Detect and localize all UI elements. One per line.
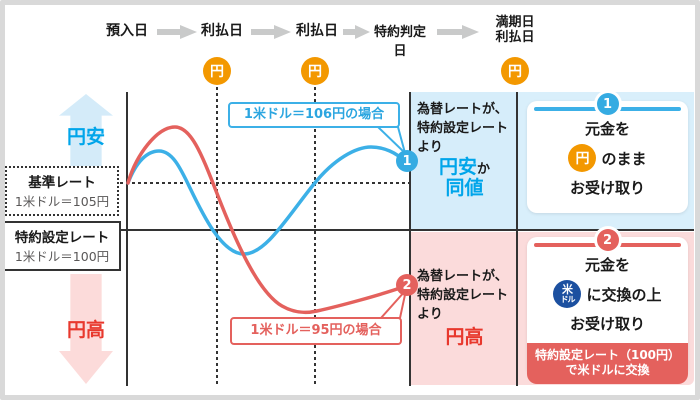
case2-badge: 2 [396,274,418,296]
yen-coin-icon-card1: 円 [568,144,597,172]
maturity-line1: 満期日 [495,15,535,30]
condition-case1-text: 為替レートが、 特約設定レート より 円安か 同値 [417,100,512,200]
condition-case1-emphasis-equal: 同値 [445,177,484,199]
card2-after-coin: に交換の上 [586,285,662,304]
condition-case2-line3: より [417,307,443,322]
yen-coin-icon-2: 円 [301,57,329,85]
base-rate-value: 1米ドル＝105円 [14,194,110,209]
timeline-label-interest-date-2: 利払日 [296,23,338,39]
card1-line1: 元金を [584,120,630,138]
condition-case1-line3: より [417,140,443,155]
base-rate-title: 基準レート [28,175,96,191]
base-rate-box: 基準レート 1米ドル＝105円 [5,166,119,216]
timeline-arrow-icon-4 [437,25,479,39]
y-axis-line [126,92,128,386]
usd-coin-icon: 米 ドル [553,280,582,308]
case2-callout: 1米ドル＝95円の場合 [230,317,402,345]
condition-panel-bg-yen-weak [411,92,516,229]
timeline-label-maturity-date: 満期日 利払日 [487,15,543,45]
condition-case1-line2: 特約設定レート [417,121,509,136]
condition-case1-emphasis-yen-weak: 円安 [438,156,477,178]
case1-badge: 1 [396,150,418,172]
base-rate-dotted-line [120,182,410,184]
usd-coin-bottom-text: ドル [560,295,575,304]
timeline-arrow-icon-3 [343,25,370,39]
interest-date-gridline-2 [314,87,316,386]
usd-coin-top-text: 米 [561,283,573,296]
timeline-label-deposit-date: 預入日 [106,23,148,39]
card2-conversion-note: 特約設定レート（100円） で米ドルに交換 [527,343,688,384]
contract-rate-solid-line [120,229,694,231]
contract-rate-title: 特約設定レート [14,230,110,246]
contract-rate-box: 特約設定レート 1米ドル＝100円 [3,221,121,271]
condition-case2-emphasis-yen-strong: 円高 [445,326,484,348]
condition-panel-bg-yen-strong [411,232,516,385]
condition-case1-conjunction: か [477,162,491,177]
condition-case1-line1: 為替レートが、 [417,102,508,117]
curve-case2-red [126,125,405,315]
outcome-card-case1: 1 元金を 円 のまま お受け取り [527,93,688,213]
outcome-card-case2: 2 元金を 米 ドル に交換の上 お受け取り 特約設定レート（100円） で米ド… [527,229,688,384]
case1-callout: 1米ドル＝106円の場合 [228,102,400,128]
yen-coin-icon-3: 円 [501,57,529,85]
condition-case2-text: 為替レートが、 特約設定レート より 円高 [417,267,512,349]
contract-rate-value: 1米ドル＝100円 [14,249,110,264]
card2-note-line2: で米ドルに交換 [565,363,650,377]
timeline-label-judgment-date: 特約判定日 [373,25,426,59]
yen-weak-label: 円安 [66,126,105,148]
panel-outcome-divider-line [516,92,518,386]
card1-line3: お受け取り [569,179,645,197]
timeline-label-interest-date-1: 利払日 [201,23,243,39]
maturity-line2: 利払日 [495,30,535,45]
condition-case2-line2: 特約設定レート [417,288,509,303]
timeline-arrow-icon-2 [251,25,291,39]
card1-badge: 1 [596,93,619,115]
card2-note-line1: 特約設定レート（100円） [534,348,681,362]
yen-strong-label: 円高 [66,319,105,341]
timeline-arrow-icon-1 [157,25,197,39]
case1-callout-pointer [375,126,407,157]
card2-line3: お受け取り [569,315,645,333]
case2-callout-pointer [378,286,408,319]
card1-after-coin: のまま [601,149,647,168]
card2-line1: 元金を [584,256,630,274]
yen-coin-icon-1: 円 [203,57,231,85]
chart-panel-divider-line [409,92,411,386]
card2-badge: 2 [596,229,619,251]
condition-case2-line1: 為替レートが、 [417,269,508,284]
